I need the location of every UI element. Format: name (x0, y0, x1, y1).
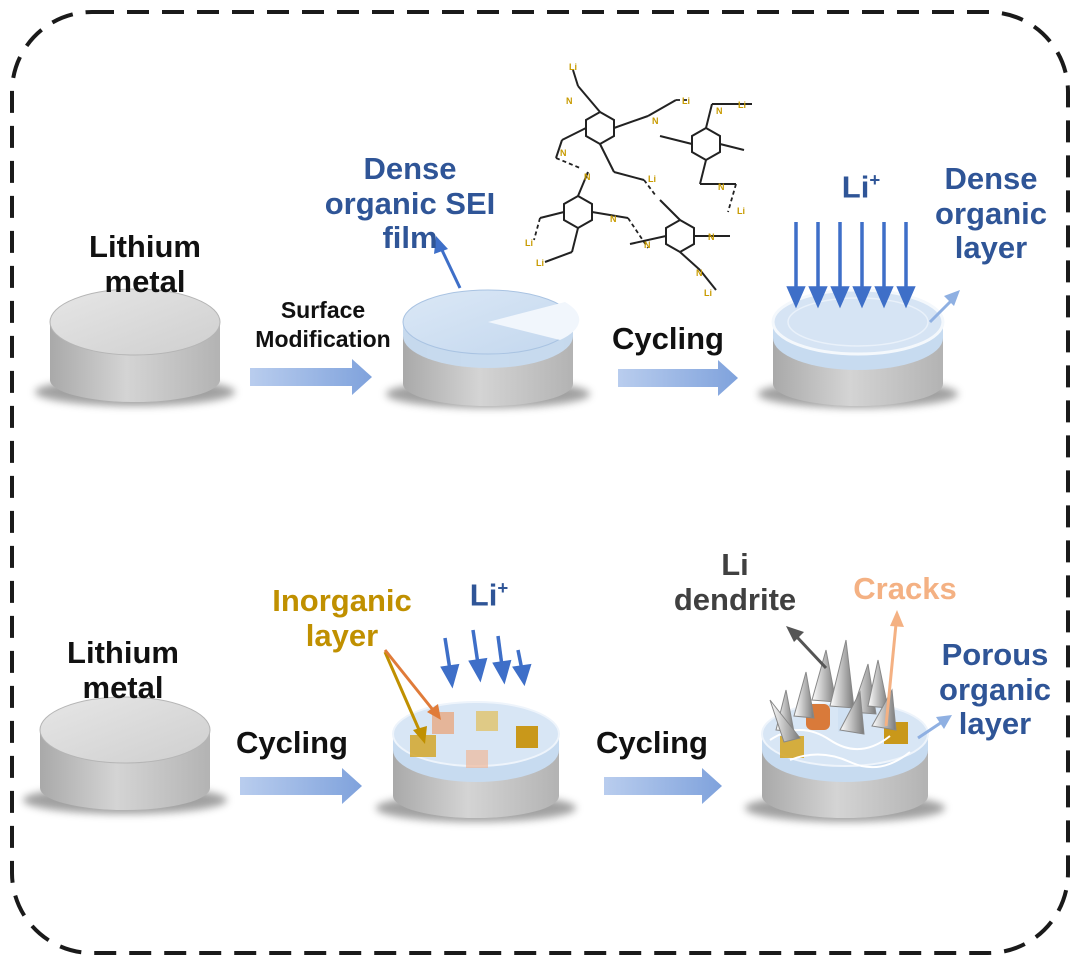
svg-text:N: N (708, 232, 715, 242)
inorganic-pointer-orange (383, 649, 435, 711)
svg-text:N: N (644, 240, 651, 250)
svg-text:N: N (584, 172, 591, 182)
dendrite-disk (745, 701, 945, 822)
svg-text:Li: Li (737, 206, 745, 216)
svg-text:Li: Li (738, 100, 746, 110)
lithium-disk-bottom (23, 696, 227, 814)
porous-layer-pointer (917, 720, 943, 740)
label-li-ion-top: Li+ (841, 169, 881, 205)
molecule-network: Li Li Li Li Li Li Li Li N N N N N N N N … (525, 62, 752, 298)
svg-text:Li: Li (704, 288, 712, 298)
svg-text:Li: Li (536, 258, 544, 268)
label-cracks: Cracks (853, 571, 957, 606)
li-flux-arrows-bottom (440, 629, 532, 689)
sei-pointer-head (434, 236, 448, 254)
cracks-pointer-head (890, 610, 904, 627)
process-arrow-top-2 (618, 360, 738, 396)
inorganic-pointer-gold-head (413, 726, 427, 744)
svg-text:N: N (716, 106, 723, 116)
svg-text:N: N (718, 182, 725, 192)
inorganic-pointer-orange-head (427, 704, 441, 720)
dendrite-pointer (794, 634, 828, 670)
process-arrow-top-1 (250, 359, 372, 395)
label-cycling-top: Cycling (612, 321, 724, 356)
inorganic-pointer-gold (383, 651, 422, 733)
svg-text:Li: Li (525, 238, 533, 248)
process-arrow-bottom-2 (604, 768, 722, 804)
svg-text:Li: Li (648, 174, 656, 184)
li-flux-arrows-top (786, 222, 916, 309)
svg-text:N: N (652, 116, 659, 126)
porous-layer-pointer-head (936, 715, 952, 729)
dendrite-pointer-head (786, 626, 804, 642)
label-li-ion-bottom: Li+ (469, 577, 509, 613)
sei-coated-disk (386, 289, 590, 408)
label-cycling-bottom-1: Cycling (236, 725, 348, 760)
dense-layer-pointer (928, 298, 954, 324)
sei-pointer-arrow (439, 247, 462, 289)
process-arrow-bottom-1 (240, 768, 362, 804)
svg-text:N: N (566, 96, 573, 106)
lithium-disk-top (35, 288, 235, 406)
dense-layer-pointer-head (944, 290, 960, 306)
cracks-pointer (884, 623, 898, 727)
svg-text:Li: Li (569, 62, 577, 72)
svg-text:Li: Li (682, 96, 690, 106)
svg-text:N: N (696, 268, 703, 278)
svg-text:N: N (610, 214, 617, 224)
dense-layer-disk (758, 288, 958, 408)
inorganic-layer-disk (376, 701, 576, 822)
label-cycling-bottom-2: Cycling (596, 725, 708, 760)
dashed-border (10, 10, 1070, 955)
svg-text:N: N (560, 148, 567, 158)
